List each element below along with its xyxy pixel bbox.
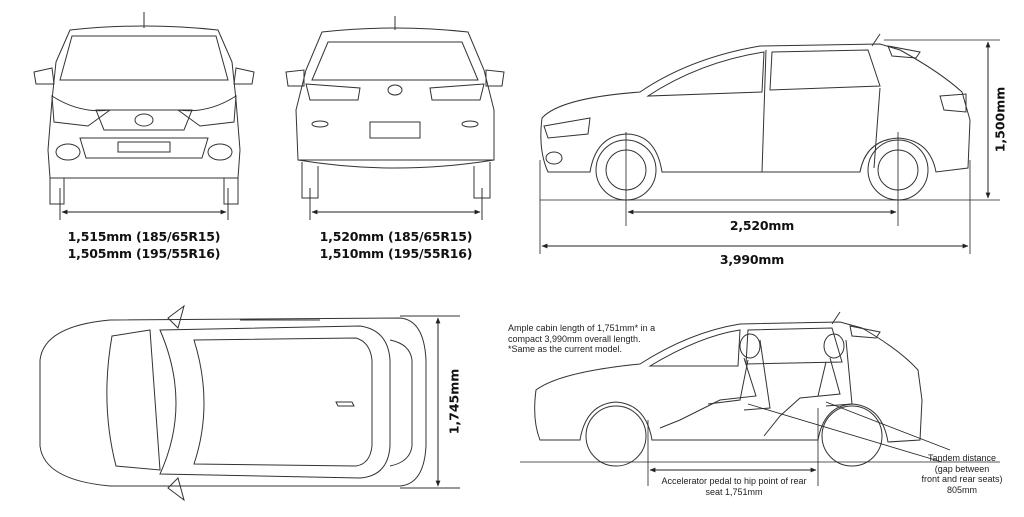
cabin-note: Ample cabin length of 1,751mm* in a comp… bbox=[508, 323, 698, 355]
cabin-note-line3: *Same as the current model. bbox=[508, 344, 623, 354]
overall-length-label: 3,990mm bbox=[719, 252, 785, 267]
cabin-note-line2: compact 3,990mm overall length. bbox=[508, 333, 641, 344]
rear-track-line1: 1,520mm (185/65R15) bbox=[319, 229, 473, 244]
tandem-note: Tandem distance (gap between front and r… bbox=[912, 453, 1012, 495]
side-view-drawing bbox=[540, 33, 971, 201]
pedal-note-line2: seat 1,751mm bbox=[705, 486, 763, 497]
rear-track-line2: 1,510mm (195/55R16) bbox=[319, 246, 473, 261]
height-label: 1,500mm bbox=[992, 86, 1008, 153]
tandem-note-line4: 805mm bbox=[946, 484, 977, 495]
cabin-view-drawing bbox=[534, 311, 923, 467]
top-view-drawing bbox=[39, 304, 460, 502]
pedal-note: Accelerator pedal to hip point of rear s… bbox=[650, 476, 818, 497]
front-track-line1: 1,515mm (185/65R15) bbox=[67, 229, 221, 244]
rear-view-drawing bbox=[285, 16, 505, 220]
width-label: 1,745mm bbox=[446, 368, 462, 435]
front-view-drawing bbox=[33, 12, 255, 220]
tandem-note-line2: (gap between bbox=[934, 463, 990, 474]
tandem-note-line1: Tandem distance bbox=[927, 453, 997, 463]
front-track-line2: 1,505mm (195/55R16) bbox=[67, 246, 221, 261]
pedal-note-line1: Accelerator pedal to hip point of rear bbox=[661, 476, 807, 486]
cabin-note-line1: Ample cabin length of 1,751mm* in a bbox=[508, 323, 656, 333]
wheelbase-label: 2,520mm bbox=[729, 218, 795, 233]
tandem-note-line3: front and rear seats) bbox=[921, 474, 1003, 484]
